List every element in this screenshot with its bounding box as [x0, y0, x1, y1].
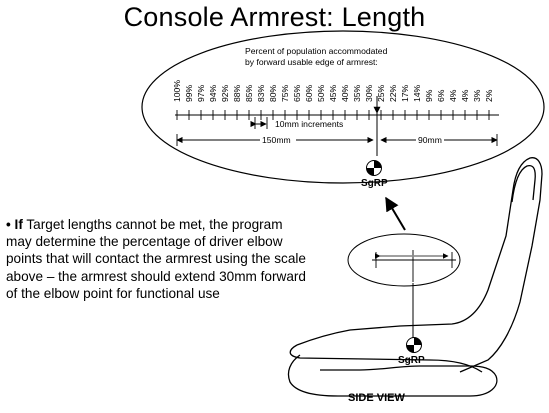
percent-label: 35% — [352, 84, 362, 102]
headrest-outline — [511, 164, 536, 203]
percent-label: 30% — [364, 84, 374, 102]
percent-label: 17% — [400, 84, 410, 102]
percent-label: 80% — [268, 84, 278, 102]
right-span-label-bg — [416, 134, 444, 145]
percent-label: 88% — [232, 84, 242, 102]
percent-label: 92% — [220, 84, 230, 102]
percent-label: 4% — [460, 89, 470, 102]
percent-label: 85% — [244, 84, 254, 102]
bullet-text: • If Target lengths cannot be met, the p… — [6, 216, 306, 302]
percent-label: 100% — [172, 80, 182, 102]
sgrp-target-icon — [366, 160, 382, 176]
percent-labels: 100%99%97%94%92%88%85%83%80%75%65%60%50%… — [172, 80, 494, 102]
slide-title: Console Armrest: Length — [123, 2, 426, 32]
percent-label: 22% — [388, 84, 398, 102]
percent-label: 9% — [424, 89, 434, 102]
percent-label: 99% — [184, 84, 194, 102]
percent-label: 60% — [304, 84, 314, 102]
detail-ellipse — [347, 233, 461, 287]
percent-label: 50% — [316, 84, 326, 102]
percent-label: 3% — [472, 89, 482, 102]
percent-label: 6% — [436, 89, 446, 102]
sgrp-side-target-icon — [406, 337, 422, 353]
seatback-outline — [296, 157, 543, 373]
sgrp-side-label: SgRP — [398, 355, 425, 366]
seat-front-outline — [289, 344, 483, 373]
right-span-label: 90mm — [418, 135, 442, 145]
percent-label: 2% — [484, 89, 494, 102]
scale-caption-line2: by forward usable edge of armrest: — [245, 57, 378, 67]
percent-label: 45% — [328, 84, 338, 102]
scale-ticks — [176, 110, 498, 146]
percent-label: 40% — [340, 84, 350, 102]
percent-label: 65% — [292, 84, 302, 102]
sgrp-top-label: SgRP — [361, 178, 388, 189]
seat-cushion-outline — [287, 354, 498, 397]
percent-label: 25% — [376, 84, 386, 102]
scale-caption-line1: Percent of population accommodated — [245, 46, 388, 56]
side-view-label: SIDE VIEW — [348, 392, 405, 404]
percent-label: 14% — [412, 84, 422, 102]
bullet-lead: • If — [6, 217, 23, 232]
percent-label: 97% — [196, 84, 206, 102]
percent-label: 75% — [280, 84, 290, 102]
left-span-label: 150mm — [262, 135, 291, 145]
left-span-label-bg — [260, 134, 296, 145]
zoom-arrow — [385, 196, 406, 231]
percent-label: 94% — [208, 84, 218, 102]
increment-label: 10mm increments — [275, 119, 343, 129]
seat-side-view — [287, 157, 543, 397]
percent-label: 4% — [448, 89, 458, 102]
bullet-body: Target lengths cannot be met, the progra… — [6, 217, 306, 301]
scale-ellipse — [141, 30, 545, 184]
percent-label: 83% — [256, 84, 266, 102]
